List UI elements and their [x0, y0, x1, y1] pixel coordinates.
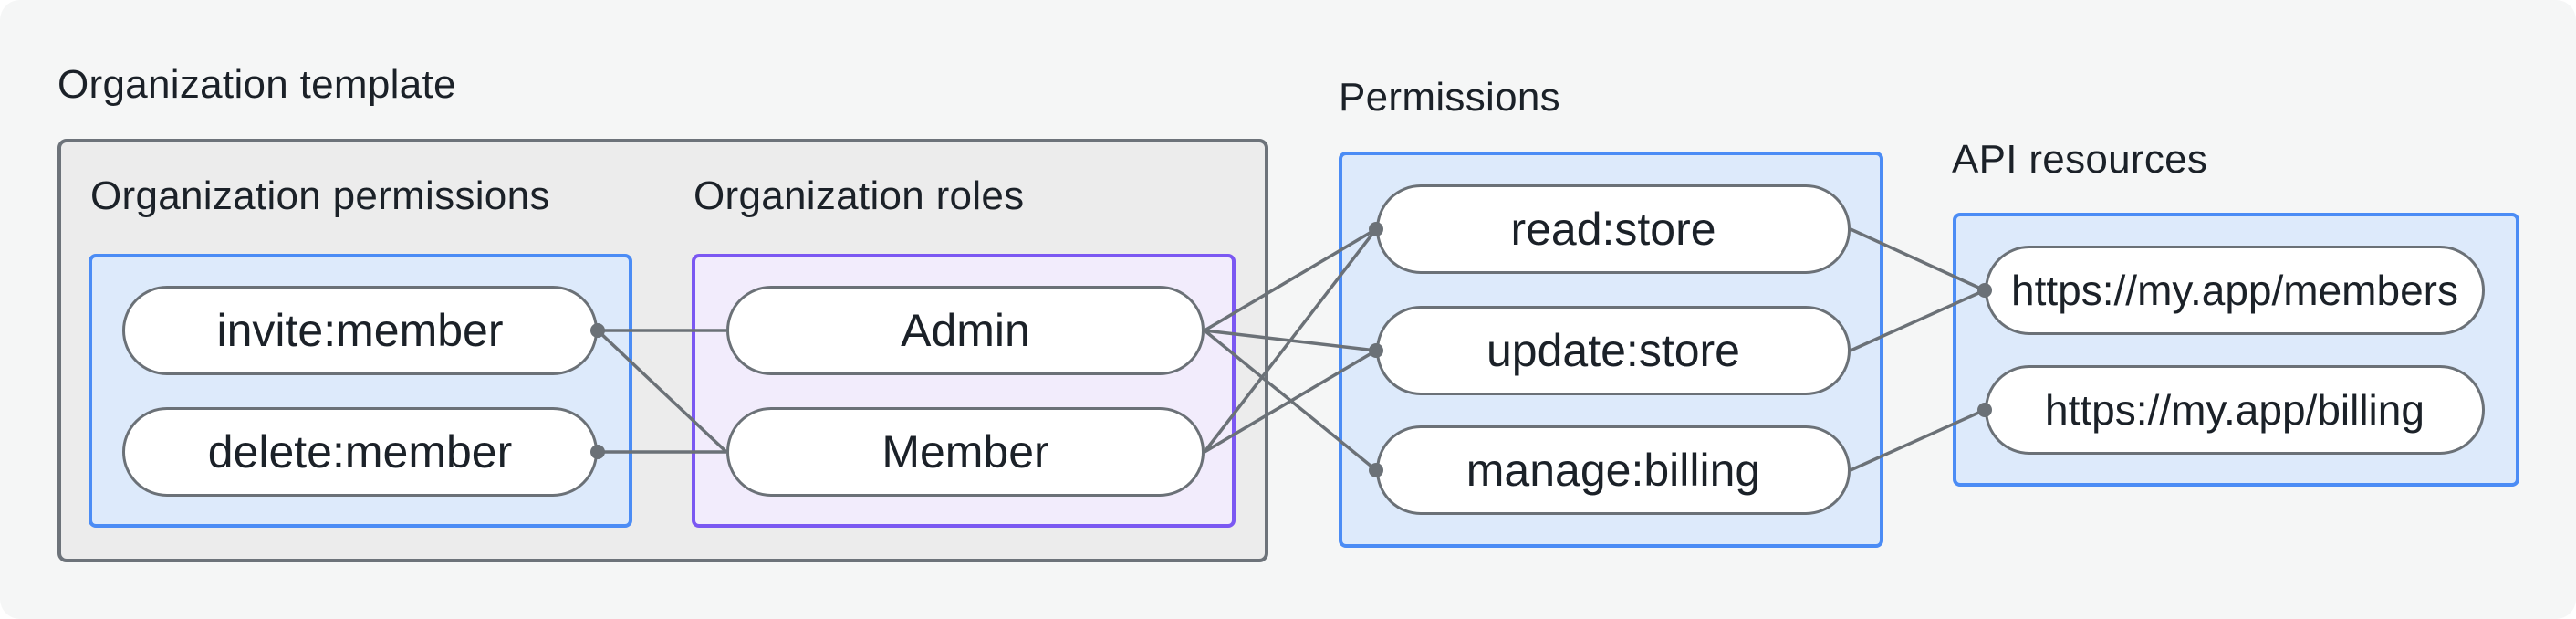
permission-node-update-store: update:store — [1376, 306, 1851, 395]
organization-template-title: Organization template — [57, 62, 456, 107]
organization-roles-heading: Organization roles — [694, 173, 1025, 218]
permission-node-delete-member: delete:member — [122, 407, 598, 497]
api-resource-node-members: https://my.app/members — [1985, 246, 2485, 335]
permission-node-manage-billing: manage:billing — [1376, 425, 1851, 515]
api-resources-heading: API resources — [1952, 137, 2208, 182]
organization-permissions-heading: Organization permissions — [90, 173, 550, 218]
permissions-heading: Permissions — [1339, 75, 1560, 120]
role-node-admin: Admin — [726, 286, 1205, 375]
role-node-member: Member — [726, 407, 1205, 497]
permission-node-read-store: read:store — [1376, 184, 1851, 274]
api-resource-node-billing: https://my.app/billing — [1985, 365, 2485, 455]
permission-node-invite-member: invite:member — [122, 286, 598, 375]
